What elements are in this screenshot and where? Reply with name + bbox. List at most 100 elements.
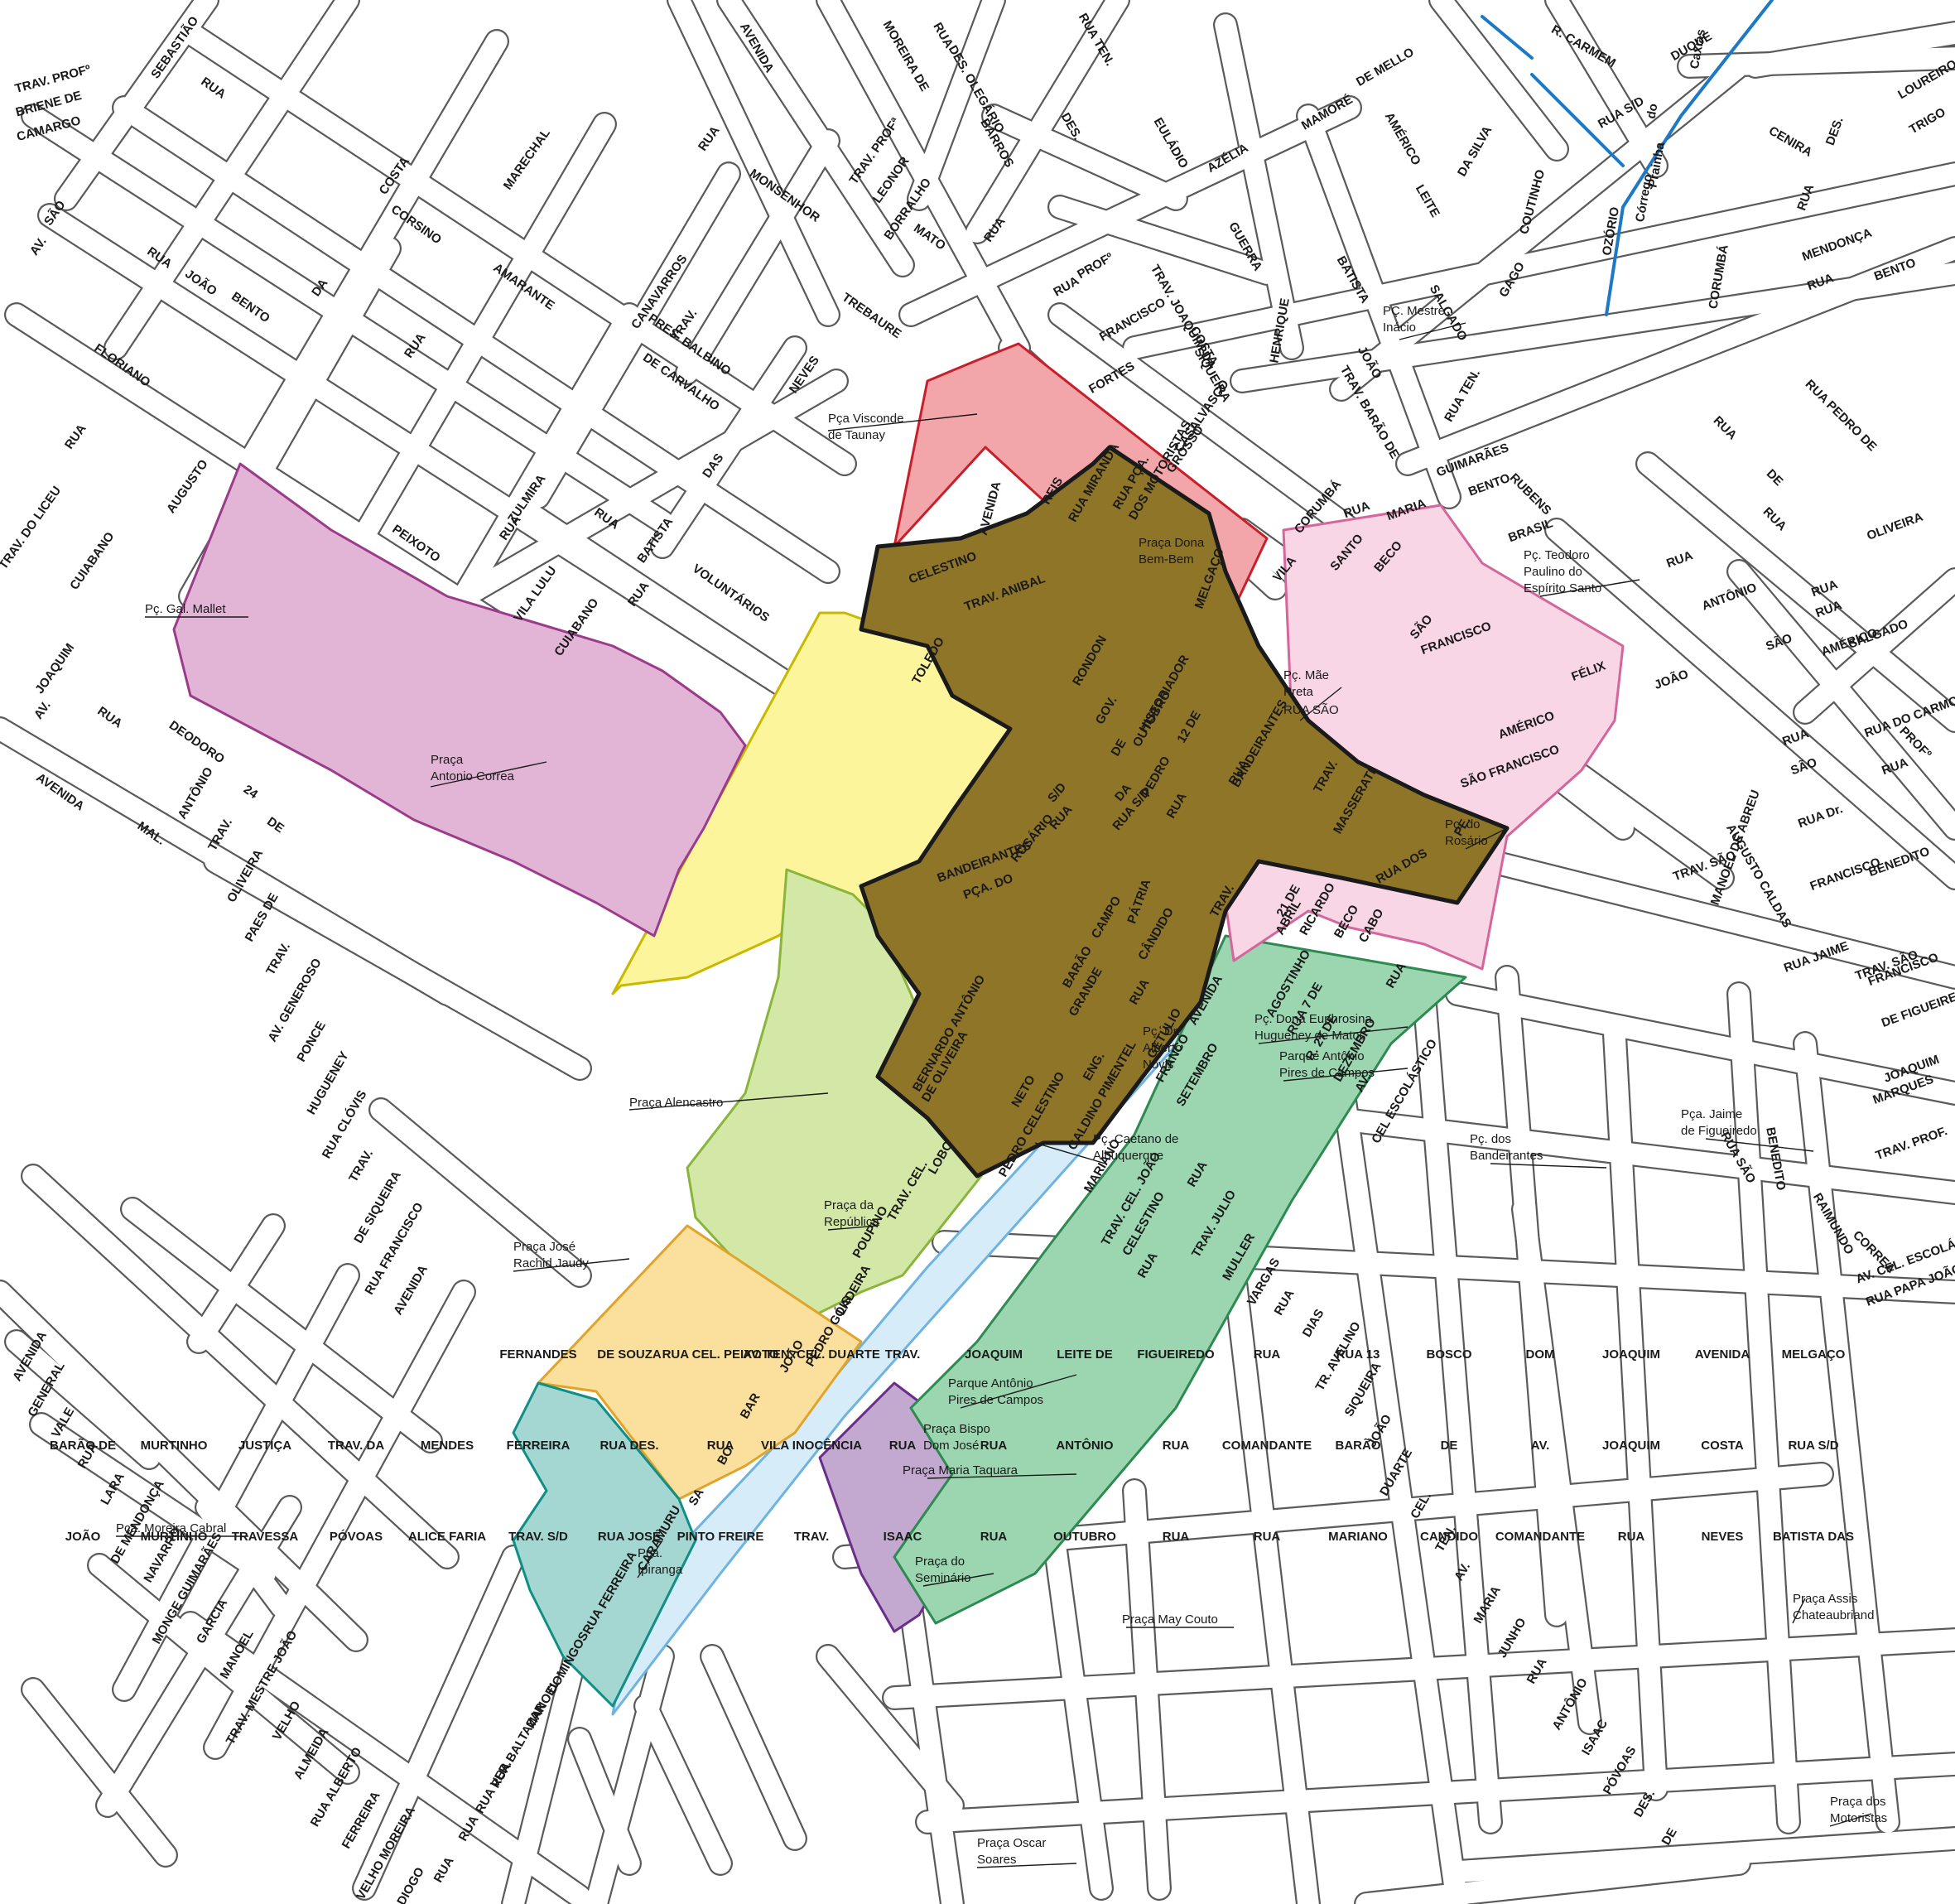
street-segment xyxy=(900,97,1360,325)
street-label: TRAV. xyxy=(885,1347,921,1362)
leader-line xyxy=(976,1863,1077,1868)
street-label: MENDES xyxy=(421,1439,474,1453)
leader-line xyxy=(1490,1163,1607,1169)
river-corrego-prainha xyxy=(1481,0,1774,316)
street-label: do xyxy=(1644,103,1661,120)
street-label: ANTÔNIO xyxy=(1056,1438,1113,1453)
street-label: MURTINHO xyxy=(141,1530,208,1544)
street-segment xyxy=(983,105,1187,210)
street-segment xyxy=(817,1646,963,1816)
place-label: Praça Maria Taquara xyxy=(903,1463,1018,1477)
leader-line xyxy=(827,1225,879,1231)
place-label: Praça May Couto xyxy=(1122,1612,1218,1627)
zone-magenta[interactable] xyxy=(172,462,747,938)
place-label: Novis xyxy=(1143,1058,1174,1072)
street-segment xyxy=(900,1596,963,1904)
street-segment xyxy=(677,130,839,383)
zone-teal[interactable] xyxy=(512,1381,697,1708)
street-label: DOM xyxy=(1526,1347,1555,1362)
place-label: Huguenеy de Matos xyxy=(1254,1029,1365,1043)
river-line xyxy=(1481,15,1534,60)
street-label: RUA JOSÉ xyxy=(598,1530,661,1544)
street-segment xyxy=(1331,55,1750,400)
place-label: Inácio xyxy=(1383,321,1416,335)
street-label: RUA xyxy=(1254,1347,1281,1362)
street-segment xyxy=(180,22,855,475)
place-label: Pç. Dr. xyxy=(1143,1024,1180,1039)
leader-line xyxy=(513,1258,630,1272)
place-label: PÇ. Mestre xyxy=(1383,304,1445,318)
street-segment xyxy=(1430,0,1567,160)
street-segment xyxy=(1794,1033,1899,1833)
leader-line xyxy=(827,413,978,431)
street-segment xyxy=(527,163,739,508)
street-label: FERNANDES xyxy=(499,1347,576,1362)
place-label: Pç. dos xyxy=(1470,1132,1511,1146)
street-segment xyxy=(205,851,590,1079)
street-label: JOAQUIM xyxy=(1602,1439,1660,1453)
street-label: DE xyxy=(1441,1439,1458,1453)
leader-line xyxy=(960,1374,1077,1409)
street-label: PÓVOAS xyxy=(330,1529,383,1544)
street-label: RUA xyxy=(889,1439,917,1453)
street-segment xyxy=(453,304,640,607)
street-label: RUA xyxy=(707,1439,734,1453)
leader-line xyxy=(628,1092,829,1111)
leader-line xyxy=(922,1573,994,1587)
street-label: RUA xyxy=(1163,1439,1190,1453)
street-label: TRAV. S/D xyxy=(508,1530,568,1544)
zone-green[interactable] xyxy=(893,934,1467,1625)
street-label: RUA xyxy=(1254,1530,1281,1544)
street-label: FIGUEIREDO xyxy=(1137,1347,1215,1362)
zone-orange[interactable] xyxy=(537,1224,863,1501)
place-label: Antonio Correa xyxy=(431,769,515,783)
place-label: Pç. do xyxy=(1445,817,1481,831)
place-label: Parque Antônio xyxy=(948,1376,1033,1391)
place-label: Pç. Gal. Mallet xyxy=(145,602,226,616)
district-zones[interactable] xyxy=(172,342,1625,1716)
street-segment xyxy=(1745,22,1955,77)
leader-line xyxy=(1465,827,1508,850)
place-label: Praça Oscar xyxy=(977,1836,1046,1850)
label-leader-lines xyxy=(116,322,1872,1868)
street-label: JOÃO xyxy=(65,1529,101,1544)
place-label: Alberto xyxy=(1143,1041,1182,1055)
leader-line xyxy=(1283,1068,1408,1082)
street-segment xyxy=(1331,1066,1468,1904)
place-label: Pç. Caetano de xyxy=(1093,1132,1178,1146)
place-label: Parque Antônio xyxy=(1279,1049,1365,1063)
street-segment xyxy=(122,1198,441,1452)
leader-line xyxy=(1258,1026,1408,1044)
street-label: RUA 13 xyxy=(1336,1347,1380,1362)
street-label: RUA xyxy=(980,1439,1008,1453)
place-label: RUA SÃO xyxy=(1283,703,1339,717)
street-label: FERREIRA xyxy=(507,1439,571,1453)
place-label: Pç. Dona Euphrosina xyxy=(1254,1012,1372,1026)
street-segment xyxy=(337,113,615,574)
street-label: CANDIDO xyxy=(1420,1530,1478,1544)
place-label: Pires de Campos xyxy=(948,1393,1043,1407)
street-segment xyxy=(701,1646,806,1849)
street-segment xyxy=(1728,983,1799,1833)
leader-line xyxy=(1792,1598,1806,1624)
leader-line xyxy=(1399,322,1466,340)
street-label: RUA xyxy=(980,1530,1008,1544)
street-label: BARÃO xyxy=(1336,1438,1381,1453)
zone-core[interactable] xyxy=(859,445,1510,1179)
street-segment xyxy=(113,1265,359,1700)
street-segment xyxy=(1413,834,1955,988)
place-label: Praça José xyxy=(513,1240,575,1254)
street-label: MARIANO xyxy=(1328,1530,1388,1544)
river-line xyxy=(1530,73,1625,167)
street-label: DE SOUZA xyxy=(597,1347,662,1362)
street-segment xyxy=(917,1753,1955,1833)
street-segment xyxy=(585,1646,673,1904)
place-label: Praça Bispo xyxy=(923,1422,990,1436)
street-label: RUA DES. xyxy=(600,1439,658,1453)
street-segment xyxy=(1513,1198,1601,1733)
place-label: Rosário xyxy=(1445,834,1488,848)
street-segment xyxy=(22,1679,176,1866)
